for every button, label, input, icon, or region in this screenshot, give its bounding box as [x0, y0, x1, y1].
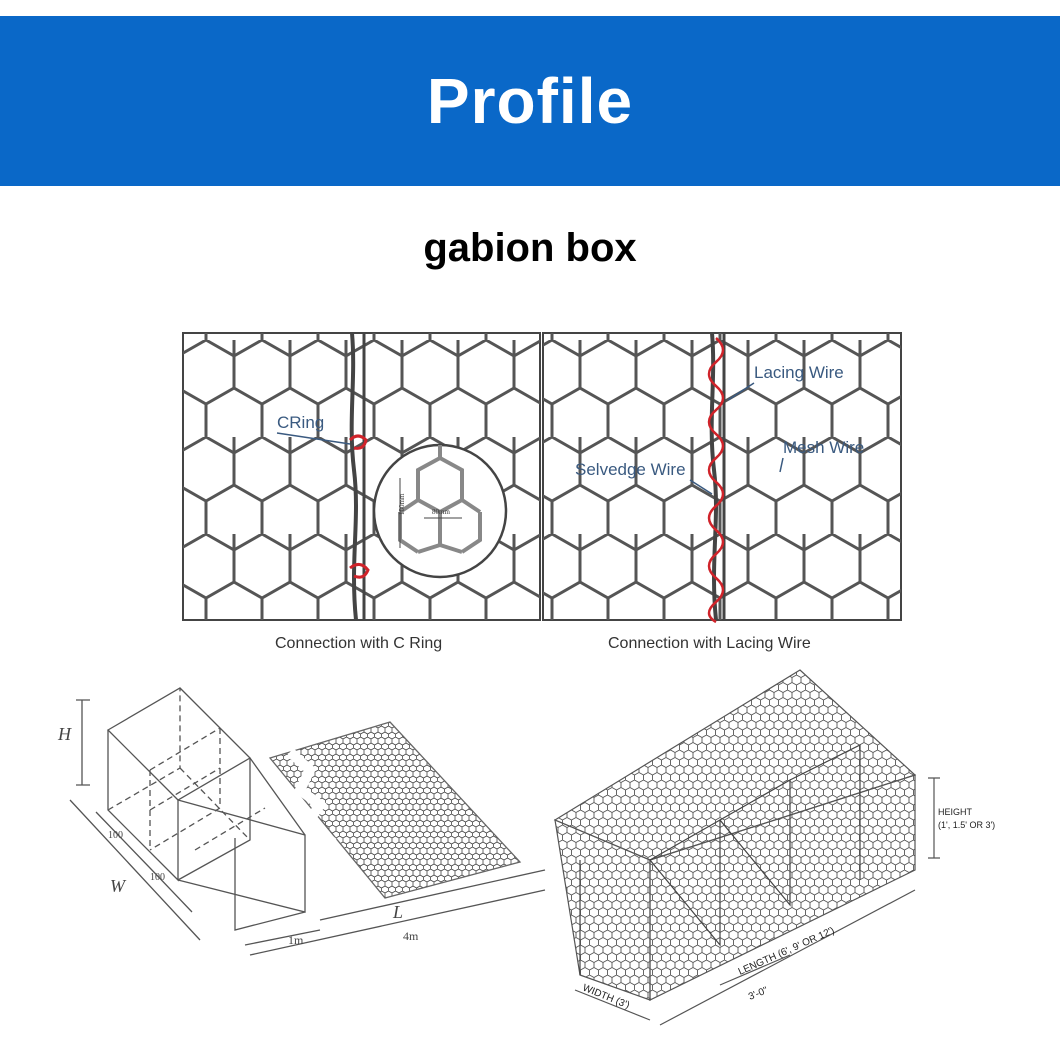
gabion-box-assembled — [553, 669, 940, 1026]
dim-100-a: 100 — [108, 830, 123, 841]
diagram-subtitle: gabion box — [423, 226, 637, 270]
dim-1m: 1m — [288, 933, 304, 947]
height-h-label: H — [57, 724, 72, 744]
c-ring-caption: Connection with C Ring — [275, 635, 442, 652]
selvedge-wire-label: Selvedge Wire — [575, 460, 686, 479]
inset-dim-horizontal: 80mm — [432, 508, 450, 516]
c-ring-panel: 100mm 80mm CRing — [182, 332, 541, 621]
gabion-box-unfolded — [69, 687, 546, 956]
c-ring-top — [348, 434, 368, 450]
header-banner: Profile — [0, 16, 1060, 186]
lacing-wire-panel: Lacing Wire Mesh Wire Selvedge Wire — [542, 332, 902, 624]
height-label: HEIGHT — [938, 807, 973, 817]
spacing-label: 3'-0" — [747, 985, 770, 1003]
dim-100-b: 100 — [150, 872, 165, 883]
mesh-wire-label: Mesh Wire — [783, 438, 864, 457]
lacing-wire-label: Lacing Wire — [754, 363, 844, 382]
length-l-label: L — [392, 902, 403, 922]
lacing-wire-caption: Connection with Lacing Wire — [608, 635, 811, 652]
dim-4m: 4m — [403, 929, 419, 943]
width-w-label: W — [110, 876, 127, 896]
page-title: Profile — [426, 65, 634, 137]
cring-label: CRing — [277, 413, 324, 432]
c-ring-bottom — [349, 563, 370, 579]
lacing-wire-spiral — [707, 337, 725, 624]
inset-dim-vertical: 100mm — [398, 493, 406, 515]
height-values: (1', 1.5' OR 3') — [938, 820, 995, 830]
